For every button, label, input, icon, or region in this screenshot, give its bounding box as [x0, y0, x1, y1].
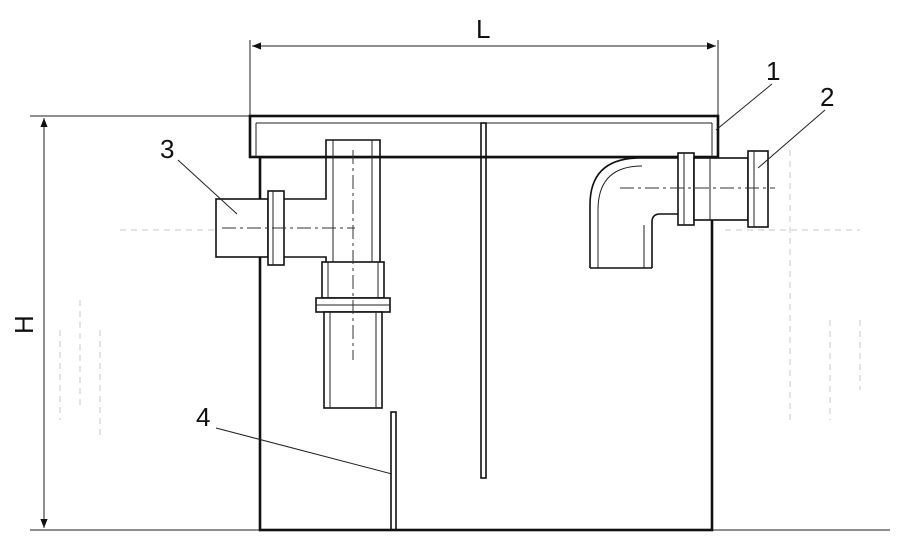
length-label: L — [476, 14, 490, 44]
length-dimension — [249, 40, 719, 116]
inlet-assembly — [215, 139, 391, 409]
callout-3: 3 — [160, 134, 174, 164]
callout-1: 1 — [766, 56, 780, 86]
background-ghost-lines — [59, 150, 861, 440]
callout-2: 2 — [820, 82, 834, 112]
bottom-baffle — [390, 411, 397, 531]
height-label: H — [9, 315, 39, 334]
leader-lines — [177, 83, 826, 475]
tank-lid — [248, 114, 720, 159]
tank-body — [248, 114, 720, 532]
callout-4: 4 — [196, 402, 210, 432]
height-dimension — [30, 115, 255, 528]
center-partition — [480, 122, 487, 479]
outlet-assembly — [589, 150, 775, 269]
